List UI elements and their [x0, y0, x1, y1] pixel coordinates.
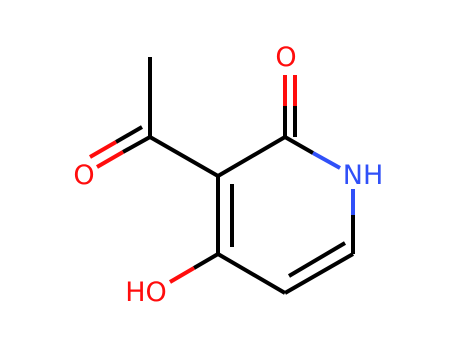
hydroxyl-oxygen-label: HO — [125, 277, 167, 308]
bond-c4-hydroxyl — [168, 252, 220, 284]
bond-acetyl-carbonyl-double — [89, 125, 151, 169]
ring-nitrogen-label: NH — [343, 160, 384, 191]
acetyl-oxygen-label: O — [73, 160, 94, 191]
bond-c5-c4 — [216, 252, 287, 295]
bond-c2-oxygen-double — [283, 75, 297, 137]
bond-acetyl-c3 — [149, 135, 219, 178]
bond-c4-c3-double — [216, 176, 234, 254]
bond-c6-c5-double — [284, 241, 354, 295]
bond-c3-c2 — [216, 135, 287, 178]
keto-oxygen-label: O — [275, 42, 296, 73]
bond-c2-nitrogen — [284, 135, 341, 170]
